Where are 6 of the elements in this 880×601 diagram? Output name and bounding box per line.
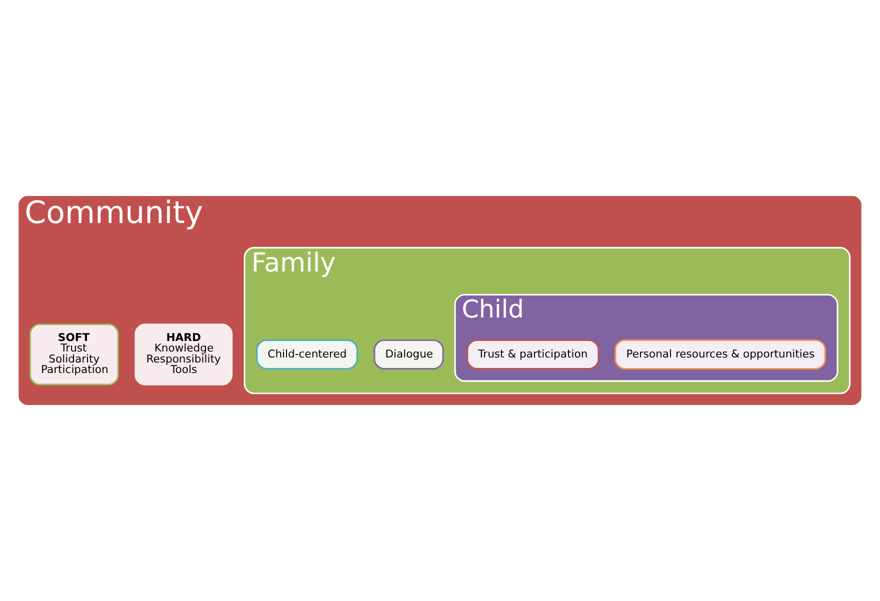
node-box: Dialogue: [374, 339, 444, 370]
node-box: Child-centered: [256, 339, 358, 370]
node-box: SOFT Trust Solidarity Participation: [29, 324, 119, 386]
node-box: HARD Knowledge Responsibility Tools: [134, 324, 233, 386]
node-box: Trust & participation: [466, 339, 600, 370]
node-box: Personal resources & opportunities: [614, 339, 826, 370]
